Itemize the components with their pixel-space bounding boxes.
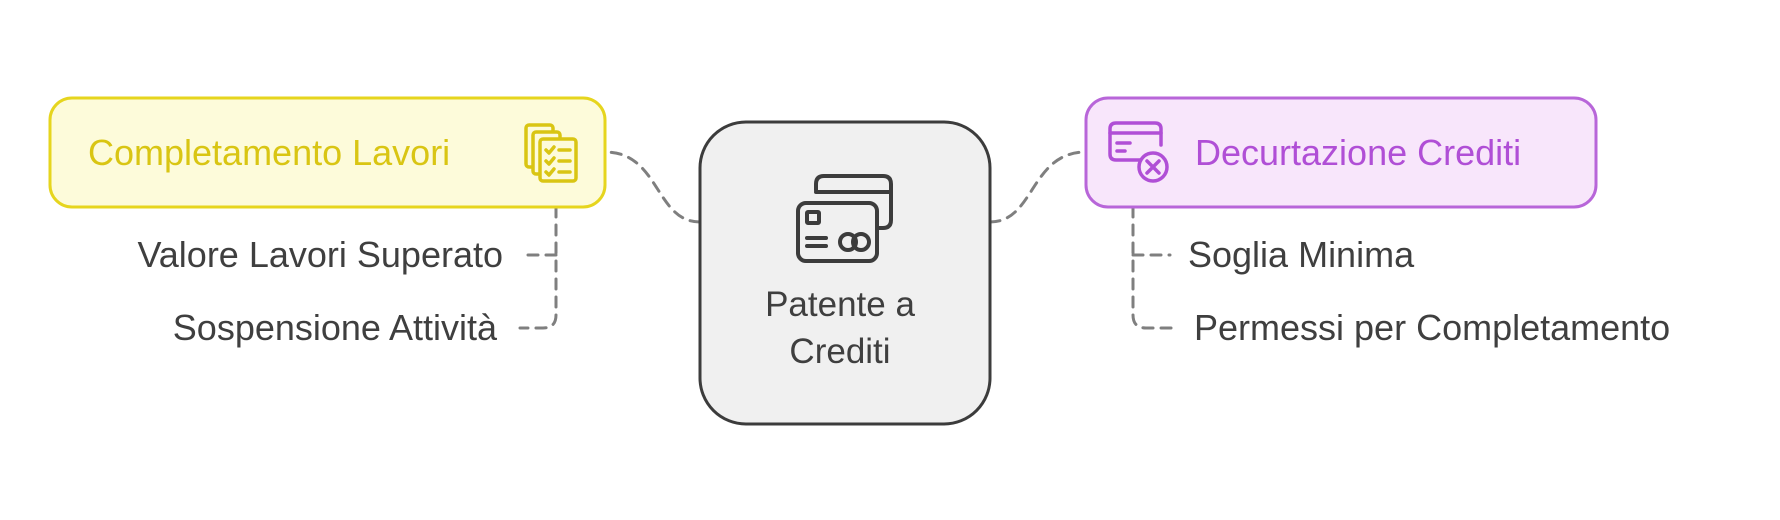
connector-left-items (518, 205, 558, 330)
center-label-line2: Crediti (789, 332, 890, 371)
credit-cards-icon (796, 174, 893, 263)
center-label-line1: Patente a (765, 285, 915, 324)
right-item-soglia-minima: Soglia Minima (1188, 234, 1415, 275)
left-item-valore-lavori: Valore Lavori Superato (137, 234, 503, 275)
right-branch-node[interactable]: Decurtazione Crediti (1084, 96, 1598, 209)
connector-right-items (1131, 205, 1174, 330)
right-item-permessi: Permessi per Completamento (1194, 307, 1670, 348)
right-branch-title: Decurtazione Crediti (1195, 132, 1521, 173)
card-remove-icon (1108, 121, 1169, 183)
center-node[interactable]: Patente a Crediti (698, 120, 992, 426)
connector-center-left (603, 150, 702, 224)
left-branch-title: Completamento Lavori (88, 132, 450, 173)
checklist-documents-icon (524, 123, 578, 183)
left-item-sospensione: Sospensione Attività (173, 307, 498, 348)
connector-center-right (988, 150, 1088, 224)
left-branch-node[interactable]: Completamento Lavori (48, 96, 607, 209)
